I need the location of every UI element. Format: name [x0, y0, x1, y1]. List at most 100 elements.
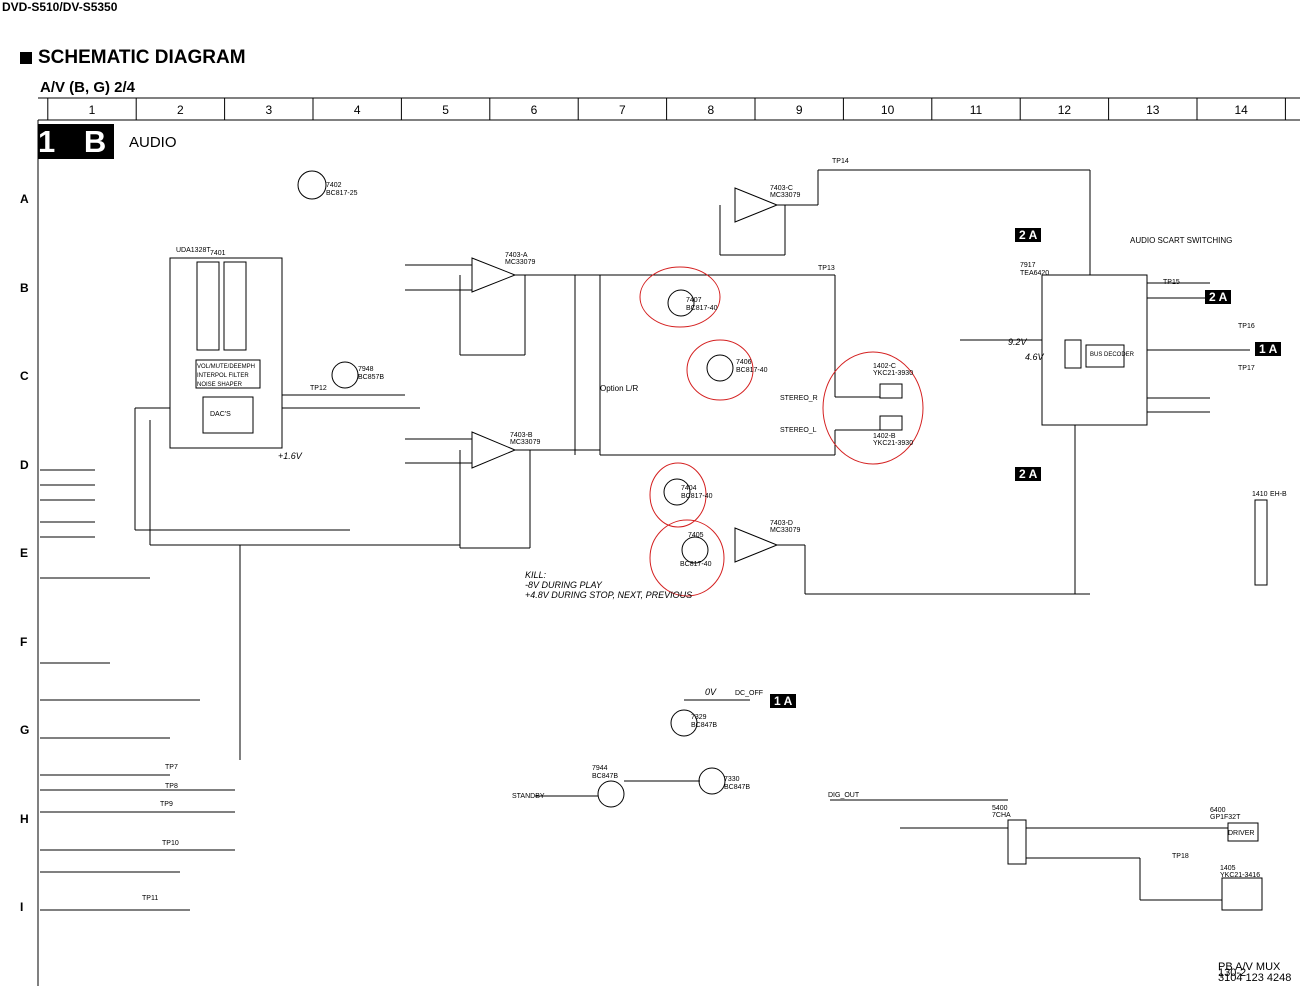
digital-interface-block: [196, 261, 220, 351]
tp13-top: TP13: [818, 265, 835, 272]
flag-2a-right: 2 A: [1205, 290, 1232, 304]
t7406-part: BC817-40: [736, 367, 768, 374]
con-1410-ref: 1410: [1252, 491, 1268, 498]
t7948-ref: 7948: [358, 366, 374, 373]
scart-switching-title: AUDIO SCART SWITCHING: [1130, 236, 1232, 245]
footer-line1: PB A/V MUX: [1218, 961, 1281, 973]
t7330-ref: 7330: [724, 776, 740, 783]
con-1402b-ref: 1402-B: [873, 433, 896, 440]
transistor-7330: [698, 767, 726, 795]
grid-column-label: 11: [969, 103, 983, 117]
footer-line3: 130-2: [1218, 967, 1247, 979]
ic6400-ref: 6400: [1210, 807, 1226, 814]
tp14-top: TP14: [832, 158, 849, 165]
grid-column-label: 1: [88, 103, 96, 117]
opamp-d-part: MC33079: [770, 527, 800, 534]
tp12-a: TP12: [310, 385, 327, 392]
option-lr-label: Option L/R: [600, 384, 638, 393]
vol-mute-label: VOL/MUTE/DEEMPH: [197, 364, 255, 370]
voltage-1v6: +1.6V: [278, 451, 303, 461]
coil-5400-part: 7CHA: [992, 812, 1011, 819]
grid-column-label: 7: [619, 103, 626, 117]
flag-2a-top: 2 A: [1015, 228, 1042, 242]
section-label: AUDIO: [129, 134, 177, 151]
schematic-title: SCHEMATIC DIAGRAM: [38, 47, 246, 68]
model-title: DVD-S510/DV-S5350: [2, 0, 118, 14]
dc-off-label: DC_OFF: [735, 690, 763, 697]
grid-row-label: H: [20, 811, 29, 826]
opamp-b-ref: 7403-B: [510, 432, 533, 439]
grid-column-label: 12: [1057, 103, 1072, 117]
t7406-ref: 7406: [736, 359, 752, 366]
opamp-a-part: MC33079: [505, 259, 535, 266]
grid-column-label: 5: [442, 103, 449, 117]
grid-column-label: 14: [1234, 103, 1248, 117]
grid-row-label: E: [20, 546, 29, 560]
kill-note-2: -8V DURING PLAY: [525, 580, 603, 590]
ic-7401-part: UDA1328T: [176, 247, 211, 254]
transistor-7406: [706, 354, 734, 382]
annotation-circle-7406: [686, 339, 754, 401]
grid-row-label: A: [20, 192, 29, 206]
t7407-ref: 7407: [686, 297, 702, 304]
title-bullet: [20, 52, 32, 64]
tp16: TP16: [1238, 323, 1255, 330]
grid-column-label: 3: [265, 103, 273, 117]
con-1410-part: EH-B: [1270, 491, 1287, 498]
stereo-r-label: STEREO_R: [780, 395, 818, 402]
ic7917-ref: 7917: [1020, 262, 1036, 269]
coil-5400-ref: 5400: [992, 805, 1008, 812]
tp7: TP7: [165, 764, 178, 771]
opamp-b-part: MC33079: [510, 439, 540, 446]
opamp-c-ref: 7403-C: [770, 185, 793, 192]
t7404-ref: 7404: [681, 485, 697, 492]
con-1405-part: YKC21-3416: [1220, 872, 1260, 879]
page-title: SCHEMATIC DIAGRAM: [20, 47, 246, 69]
voltage-4v6: 4.6V: [1025, 352, 1045, 362]
connector-1402-b: [879, 415, 903, 431]
tp15-a: TP15: [1163, 279, 1180, 286]
tp11: TP11: [142, 895, 158, 902]
tp9: TP9: [160, 801, 173, 808]
t7944-part: BC847B: [592, 773, 618, 780]
t7405-part: BC817-40: [680, 561, 712, 568]
opamp-7403-b: [471, 431, 517, 469]
ic-7401: [169, 257, 283, 449]
t7402-part: BC817-25: [326, 190, 358, 197]
t7405-ref: 7405: [688, 532, 704, 539]
transistor-7402: [297, 170, 327, 200]
bus-decoder-block: [1085, 344, 1125, 368]
ic7917-part: TEA6420: [1020, 270, 1049, 277]
standby-label: STANDBY: [512, 793, 545, 800]
grid-column-label: 10: [880, 103, 895, 117]
t7330-part: BC847B: [724, 784, 750, 791]
ic6400-part: GP1F32T: [1210, 814, 1241, 821]
noise-shaper-label: NOISE SHAPER: [197, 382, 243, 388]
flag-1a-right: 1 A: [1255, 342, 1282, 356]
annotation-circle-7404: [649, 462, 707, 528]
voltage-9v2: 9.2V: [1008, 337, 1028, 347]
connector-1410: [1254, 499, 1268, 586]
transistor-7405: [681, 536, 709, 564]
tp10: TP10: [162, 840, 179, 847]
transistor-7329: [670, 709, 698, 737]
opamp-7403-d: [734, 527, 779, 563]
t7402-ref: 7402: [326, 182, 342, 189]
dacs-label: DAC'S: [210, 411, 231, 418]
flag-1a-dc: 1 A: [770, 694, 797, 708]
transistor-7404: [663, 478, 691, 506]
t7404-part: BC817-40: [681, 493, 713, 500]
stereo-l-label: STEREO_L: [780, 427, 817, 434]
tp17: TP17: [1238, 365, 1255, 372]
kill-note-1: KILL:: [525, 570, 547, 580]
interpol-label: INTERPOL FILTER: [197, 373, 249, 379]
grid-row-label: I: [20, 900, 24, 914]
grid-row-label: D: [20, 457, 29, 472]
tp18: TP18: [1172, 853, 1189, 860]
opamp-7403-c: [734, 187, 779, 223]
opamp-c-part: MC33079: [770, 192, 800, 199]
supply-block: [1064, 339, 1082, 369]
t7329-part: BC847B: [691, 722, 717, 729]
con-1402c-ref: 1402-C: [873, 363, 896, 370]
grid-column-label: 4: [353, 103, 361, 117]
